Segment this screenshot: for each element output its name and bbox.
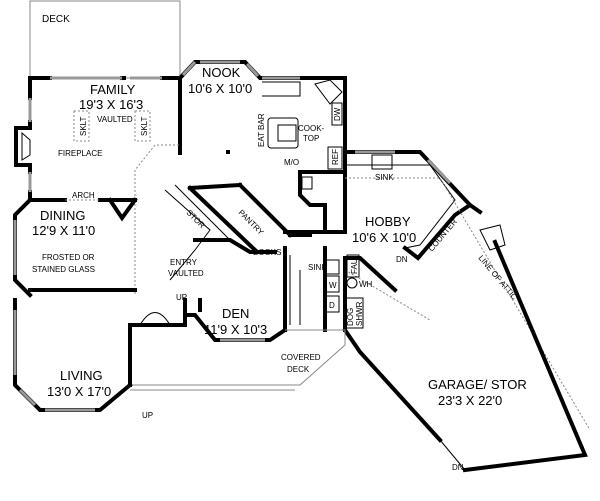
- hobby-size: 10'6 X 10'0: [352, 230, 416, 245]
- den-up-label: UP: [176, 293, 187, 302]
- den-label: DEN: [222, 306, 249, 321]
- room-labels: DECK FAMILY 19'3 X 16'3 VAULTED SKLT SKL…: [32, 14, 527, 472]
- dining-label: DINING: [40, 208, 86, 223]
- hobby-label: HOBBY: [365, 214, 411, 229]
- garage-size: 23'3 X 22'0: [438, 393, 502, 408]
- garage-label: GARAGE/ STOR: [428, 377, 527, 392]
- fireplace-label: FIREPLACE: [58, 149, 102, 158]
- nook-size: 10'6 X 10'0: [188, 81, 252, 96]
- dryer-label: D: [329, 301, 335, 310]
- microwave-label: M/O: [284, 158, 299, 167]
- covered-deck-label: COVERED: [281, 353, 321, 362]
- furnace-label: FAU: [350, 258, 359, 274]
- water-heater-label: WH: [359, 280, 373, 289]
- entry-label: ENTRY: [170, 258, 198, 267]
- cooktop-label: TOP: [303, 134, 319, 143]
- arch-label: ARCH: [72, 191, 95, 200]
- family-label: FAMILY: [90, 82, 136, 97]
- dog-shower-label: DOG: [346, 308, 355, 326]
- eat-bar-label: EAT BAR: [257, 113, 266, 147]
- pantry-label: PANTRY: [237, 208, 266, 237]
- den-size: 11'9 X 10'3: [204, 322, 267, 337]
- dishwasher-label: DW: [333, 107, 342, 121]
- living-size: 13'0 X 17'0: [47, 384, 111, 399]
- laundry-sink-label: SINK: [308, 263, 327, 272]
- deck-label: DECK: [42, 14, 70, 25]
- skylight-label: SKLT: [79, 116, 88, 136]
- dining-note: FROSTED OR: [42, 253, 95, 262]
- covered-deck-label: DECK: [287, 365, 310, 374]
- dog-shower-label: SHWR: [355, 301, 364, 326]
- stair-down-label: DN: [396, 255, 408, 264]
- family-size: 19'3 X 16'3: [79, 97, 143, 112]
- nook-label: NOOK: [202, 65, 241, 80]
- living-up-label: UP: [142, 411, 153, 420]
- counter-label: COUNTER: [427, 217, 459, 253]
- entry-vaulted: VAULTED: [168, 269, 204, 278]
- hobby-sink-label: SINK: [375, 173, 394, 182]
- refrigerator-label: REF: [331, 149, 340, 165]
- skylight-label: SKLT: [140, 116, 149, 136]
- cooktop-label: COOK-: [298, 124, 325, 133]
- washer-label: W: [329, 281, 337, 290]
- garage-down-label: DN: [452, 463, 464, 472]
- dining-size: 12'9 X 11'0: [32, 223, 95, 238]
- walls: [13, 60, 591, 473]
- attic-line-label: LINE OF ATTIC: [476, 254, 519, 302]
- living-label: LIVING: [60, 368, 103, 383]
- dining-note: STAINED GLASS: [32, 265, 95, 274]
- family-vaulted: VAULTED: [97, 115, 133, 124]
- books-label: BOOKS: [253, 248, 281, 257]
- storage-label: STOR: [185, 208, 207, 230]
- deck-outline: [29, 0, 181, 79]
